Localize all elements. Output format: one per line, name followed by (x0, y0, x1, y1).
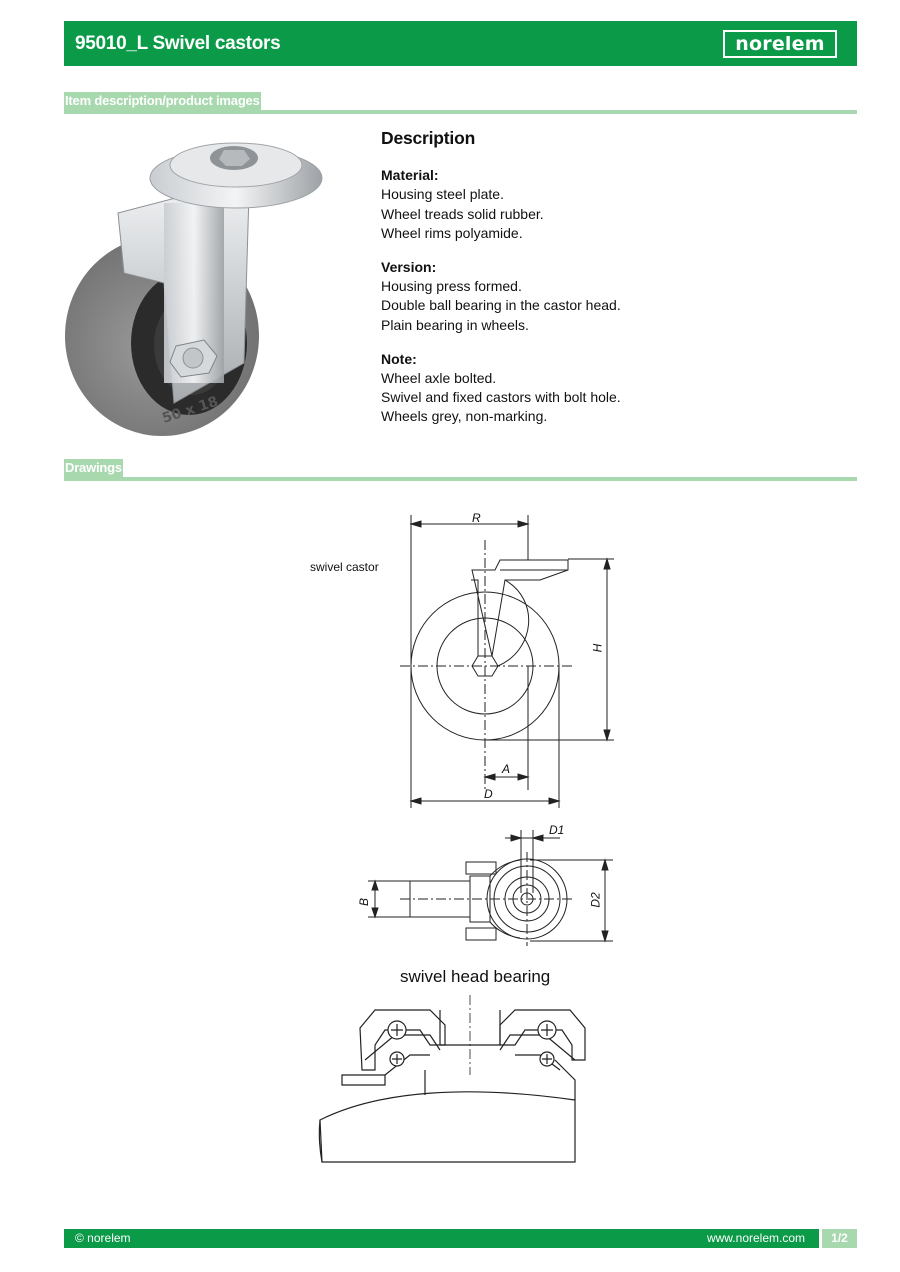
section-label: Item description/product images (64, 92, 261, 110)
dim-label-d1: D1 (549, 823, 565, 837)
bearing-section (318, 995, 586, 1163)
description-line: Wheel treads solid rubber. (381, 205, 544, 222)
dim-label-r: R (472, 511, 481, 525)
section-item-description: Item description/product images (64, 92, 857, 114)
dim-label-b: B (357, 897, 372, 907)
description-panel: Description Material: Housing steel plat… (381, 128, 821, 442)
swivel-head-bearing-caption: swivel head bearing (400, 967, 551, 986)
footer-url-link[interactable]: www.norelem.com (706, 1231, 805, 1245)
description-line: Plain bearing in wheels. (381, 316, 529, 333)
side-view (400, 515, 614, 808)
section-label: Drawings (64, 459, 123, 477)
description-line: Swivel and fixed castors with bolt hole. (381, 389, 621, 406)
dim-label-h: H (590, 643, 605, 653)
section-drawings: Drawings (64, 459, 857, 481)
description-line: Wheel axle bolted. (381, 370, 497, 387)
page-number: 1/2 (819, 1229, 857, 1248)
description-line: Wheel rims polyamide. (381, 224, 523, 241)
group-title: Version: (381, 259, 437, 276)
description-line: Housing steel plate. (381, 186, 504, 203)
dim-label-d: D (484, 787, 493, 801)
version-group: Version: Housing press formed. Double ba… (381, 258, 821, 335)
description-line: Housing press formed. (381, 278, 522, 295)
section-rule (64, 110, 857, 114)
description-line: Double ball bearing in the castor head. (381, 297, 621, 314)
description-heading: Description (381, 128, 476, 148)
norelem-logo: norelem (723, 29, 837, 58)
product-image: 50 x 18 (65, 142, 323, 436)
material-group: Material: Housing steel plate. Wheel tre… (381, 166, 821, 243)
group-title: Material: (381, 167, 439, 184)
dim-label-d2: D2 (588, 892, 603, 908)
header-bar: 95010_L Swivel castors norelem (64, 21, 857, 66)
swivel-castor-caption: swivel castor (310, 560, 379, 574)
page-title: 95010_L Swivel castors (75, 32, 281, 54)
group-title: Note: (381, 350, 417, 367)
footer-copyright: © norelem (75, 1231, 131, 1245)
dim-label-a: A (502, 762, 511, 776)
description-line: Wheels grey, non-marking. (381, 408, 548, 425)
note-group: Note: Wheel axle bolted. Swivel and fixe… (381, 350, 821, 427)
footer-bar: © norelem www.norelem.com 1/2 (64, 1229, 857, 1248)
top-view (368, 830, 613, 946)
technical-drawing (318, 515, 614, 1163)
section-rule (64, 477, 857, 481)
